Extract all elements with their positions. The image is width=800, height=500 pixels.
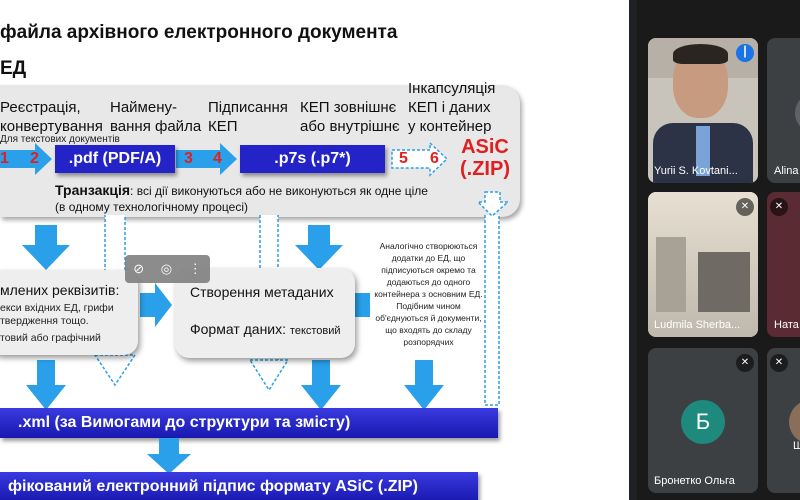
side-note: Аналогічно створюються додатки до ЕД, що… <box>374 241 483 347</box>
mic-off-icon: ✕ <box>770 354 788 372</box>
participant-tile-sh[interactable]: ✕ Ш <box>767 348 800 493</box>
avatar: Б <box>681 400 725 444</box>
arrow-to-p7s <box>176 143 237 175</box>
participant-tile-alina[interactable]: Alina <box>767 38 800 183</box>
participant-name: Ludmila Sherba... <box>654 319 741 331</box>
down-arrow-to-signature <box>147 438 191 474</box>
participant-name: Ш <box>793 440 800 452</box>
text-docs-note: Для текстових документів <box>0 134 120 145</box>
participant-tile-nata[interactable]: ✕ Ната <box>767 192 800 337</box>
step-number-3: 3 <box>184 150 193 167</box>
mic-off-icon: ✕ <box>736 198 754 216</box>
requisites-line4: товий або графічний <box>0 332 101 344</box>
arrow-to-pdf <box>0 143 52 175</box>
step-number-2: 2 <box>30 150 39 167</box>
presentation-slide: файла архівного електронного документа Е… <box>0 0 629 500</box>
participant-name: Yurii S. Kovtani... <box>654 165 738 177</box>
step-number-6: 6 <box>430 150 439 167</box>
arrow-to-asic <box>391 141 449 177</box>
pin-off-icon[interactable]: ⊘ <box>133 261 145 276</box>
asic-dashed-arrow <box>476 191 510 218</box>
transaction-text-2: (в одному технологічному процесі) <box>55 200 248 214</box>
slide-hover-controls: ⊘ ◎ ⋮ <box>125 255 210 283</box>
office-cabinet <box>698 252 750 312</box>
audio-level-icon: ┃ <box>736 44 754 62</box>
step-number-4: 4 <box>213 150 222 167</box>
divider <box>629 0 637 500</box>
slide-title-line2: ЕД <box>0 58 27 79</box>
requisites-line2: екси вхідних ЕД, грифи <box>0 302 114 314</box>
mic-off-icon: ✕ <box>770 198 788 216</box>
requisites-line3: твердження тощо. <box>0 315 89 327</box>
step-number-1: 1 <box>0 150 9 167</box>
signature-bar: фікований електронний підпис формату ASi… <box>0 472 478 500</box>
requisites-card <box>0 270 138 355</box>
metadata-title: Створення метаданих <box>190 284 334 300</box>
participant-name: Ната <box>774 319 799 331</box>
participant-name: Alina <box>774 165 799 177</box>
step-label-registration: Реєстрація,конвертування <box>0 99 103 135</box>
step-number-5: 5 <box>399 150 408 167</box>
xml-bar: .xml (за Вимогами до структури та змісту… <box>0 408 498 438</box>
participant-name: Бронетко Ольга <box>654 475 735 487</box>
metadata-format: Формат даних: текстовий <box>190 321 341 337</box>
mic-off-icon: ✕ <box>736 354 754 372</box>
step-label-naming: Наймену-вання файла <box>110 99 202 135</box>
participant-tile-bronetko[interactable]: Б ✕ Бронетко Ольга <box>648 348 758 493</box>
process-arrows <box>0 141 449 177</box>
p7s-box: .p7s (.p7*) <box>240 145 385 173</box>
requisites-title: млених реквізитів: <box>0 282 120 298</box>
pdf-box: .pdf (PDF/A) <box>55 145 175 173</box>
asic-label: ASiC(.ZIP) <box>460 136 510 180</box>
transaction-text: Транзакція: всі дії виконуються або не в… <box>55 182 428 198</box>
participant-tile-yurii[interactable]: ┃ Yurii S. Kovtani... <box>648 38 758 183</box>
metadata-card <box>175 268 355 358</box>
eye-off-icon[interactable]: ◎ <box>160 261 173 276</box>
more-vert-icon[interactable]: ⋮ <box>188 261 202 276</box>
participant-tile-ludmila[interactable]: ✕ Ludmila Sherba... <box>648 192 758 337</box>
slide-title: файла архівного електронного документа <box>0 22 398 43</box>
